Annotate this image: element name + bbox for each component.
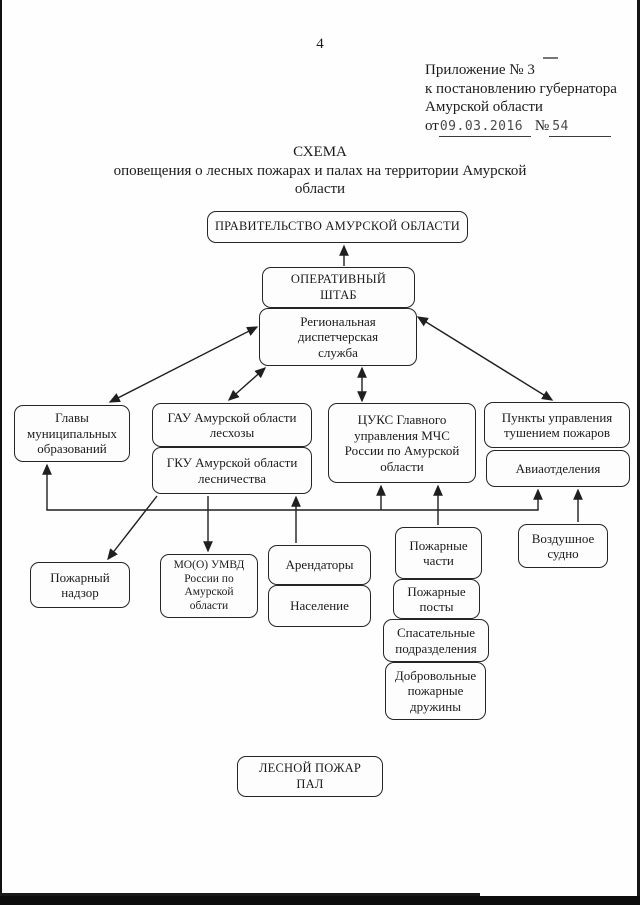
date-prefix: от bbox=[425, 117, 439, 134]
node-label: Пожарный надзор bbox=[50, 569, 110, 601]
node-label: Главы муниципальных образований bbox=[26, 410, 117, 457]
title-line: области bbox=[294, 181, 346, 197]
scan-edge-right bbox=[637, 0, 640, 905]
node-gku-lesnichestva: ГКУ Амурской области лесничества bbox=[152, 447, 312, 494]
node-label: ЛЕСНОЙ ПОЖАР ПАЛ bbox=[259, 761, 361, 791]
node-label: Население bbox=[290, 598, 349, 614]
node-label: ГАУ Амурской области лесхозы bbox=[167, 409, 297, 441]
node-mvd: МО(О) УМВД России по Амурской области bbox=[160, 554, 258, 618]
connector-rds-glavy bbox=[108, 326, 259, 403]
node-rescue-units: Спасательные подразделения bbox=[383, 619, 489, 662]
node-label: ГКУ Амурской области лесничества bbox=[166, 455, 298, 486]
page-number: 4 bbox=[316, 36, 324, 52]
node-aviation-units: Авиаотделения bbox=[486, 450, 630, 487]
node-label: Пожарные посты bbox=[407, 583, 466, 615]
node-label: ОПЕРАТИВНЫЙ ШТАБ bbox=[290, 272, 387, 302]
node-municipal-heads: Главы муниципальных образований bbox=[14, 405, 130, 462]
node-label: Добровольные пожарные дружины bbox=[394, 667, 477, 714]
scan-edge-bottom bbox=[0, 893, 480, 897]
node-label: Пункты управления тушением пожаров bbox=[501, 409, 613, 441]
scheme-title: СХЕМА оповещения о лесных пожарах и пала… bbox=[70, 143, 570, 199]
node-government: ПРАВИТЕЛЬСТВО АМУРСКОЙ ОБЛАСТИ bbox=[207, 211, 468, 243]
connector-rds-punkty bbox=[416, 316, 554, 401]
appendix-block: Приложение № 3 к постановлению губернато… bbox=[425, 61, 635, 137]
node-gau-leskhozy: ГАУ Амурской области лесхозы bbox=[152, 403, 312, 447]
node-fire-posts: Пожарные посты bbox=[393, 579, 480, 619]
node-label: МО(О) УМВД России по Амурской области bbox=[173, 559, 245, 612]
scan-artifact-dash bbox=[543, 57, 558, 59]
node-fire-stations: Пожарные части bbox=[395, 527, 482, 579]
node-label: Спасательные подразделения bbox=[395, 625, 477, 656]
node-label: ЦУКС Главного управления МЧС России по А… bbox=[344, 412, 460, 474]
node-label: Региональная диспетчерская служба bbox=[297, 313, 379, 360]
node-fire-control-points: Пункты управления тушением пожаров bbox=[484, 402, 630, 448]
appendix-line: Приложение № 3 bbox=[425, 62, 535, 78]
node-regional-dispatch-service: Региональная диспетчерская служба bbox=[259, 308, 417, 366]
scan-edge-left bbox=[0, 0, 2, 905]
node-aircraft: Воздушное судно bbox=[518, 524, 608, 568]
number-sign: № bbox=[534, 117, 550, 134]
node-cuks-mchs: ЦУКС Главного управления МЧС России по А… bbox=[328, 403, 476, 483]
number-value: 54 bbox=[552, 118, 569, 134]
node-label: Пожарные части bbox=[409, 537, 468, 569]
node-volunteer-brigades: Добровольные пожарные дружины bbox=[385, 662, 486, 720]
node-label: ПРАВИТЕЛЬСТВО АМУРСКОЙ ОБЛАСТИ bbox=[214, 219, 461, 234]
node-label: Авиаотделения bbox=[515, 460, 601, 476]
connector-gku-nadzor bbox=[107, 495, 158, 561]
connector-rds-gau bbox=[227, 367, 267, 401]
appendix-line: к постановлению губернатора bbox=[425, 80, 617, 97]
scan-edge-bottom-band bbox=[0, 896, 640, 905]
node-forest-fire: ЛЕСНОЙ ПОЖАР ПАЛ bbox=[237, 756, 383, 797]
node-fire-supervision: Пожарный надзор bbox=[30, 562, 130, 608]
appendix-line: Амурской области bbox=[425, 99, 543, 115]
date-value: 09.03.2016 bbox=[439, 118, 524, 134]
node-label: Воздушное судно bbox=[531, 530, 595, 562]
title-line: СХЕМА bbox=[293, 144, 347, 160]
node-label: Арендаторы bbox=[285, 557, 354, 573]
node-operational-hq: ОПЕРАТИВНЫЙ ШТАБ bbox=[262, 267, 415, 308]
node-tenants: Арендаторы bbox=[268, 545, 371, 585]
date-underline: 09.03.2016 bbox=[438, 117, 532, 137]
title-line: оповещения о лесных пожарах и палах на т… bbox=[113, 162, 527, 179]
number-underline: 54 bbox=[549, 117, 611, 137]
node-population: Население bbox=[268, 585, 371, 627]
